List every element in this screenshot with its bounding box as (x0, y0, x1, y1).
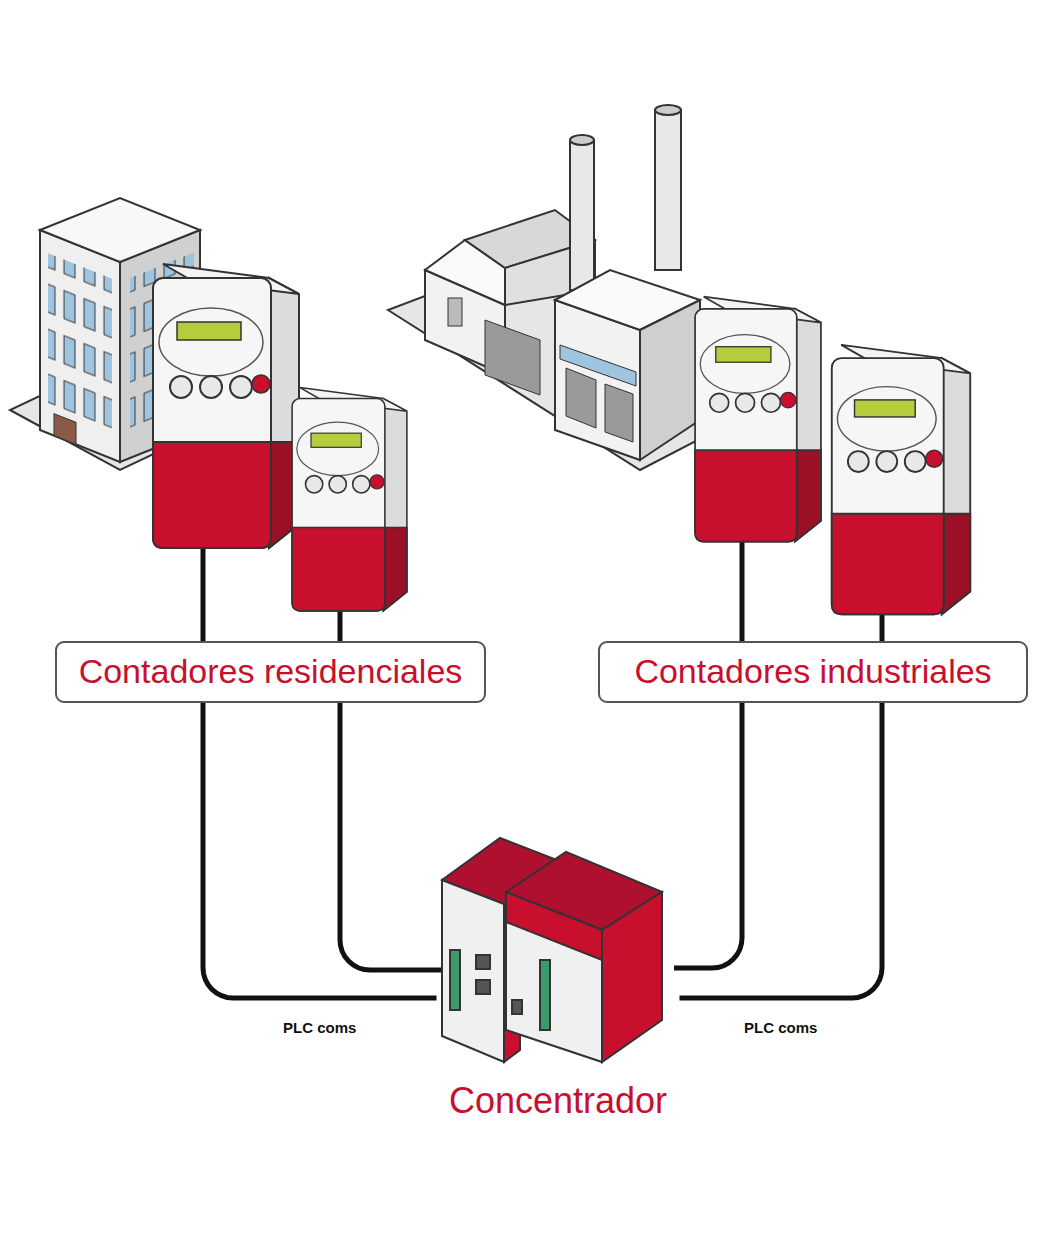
edge-label: PLC coms (741, 1018, 820, 1037)
label-box: Contadores industriales (598, 641, 1028, 703)
meter (292, 388, 407, 611)
concentrator: Concentrador (437, 835, 680, 1135)
label-box: Contadores residenciales (55, 641, 486, 703)
plc-wire (203, 703, 437, 998)
meter (695, 297, 821, 542)
node-text: Contadores residenciales (79, 653, 463, 690)
concentrator-device (442, 838, 662, 1062)
node-text: Contadores industriales (634, 653, 991, 690)
node-text: Concentrador (449, 1081, 667, 1121)
meter (153, 264, 299, 548)
edge-label: PLC coms (280, 1018, 359, 1037)
meter (832, 345, 970, 614)
plc-wire (680, 703, 883, 998)
